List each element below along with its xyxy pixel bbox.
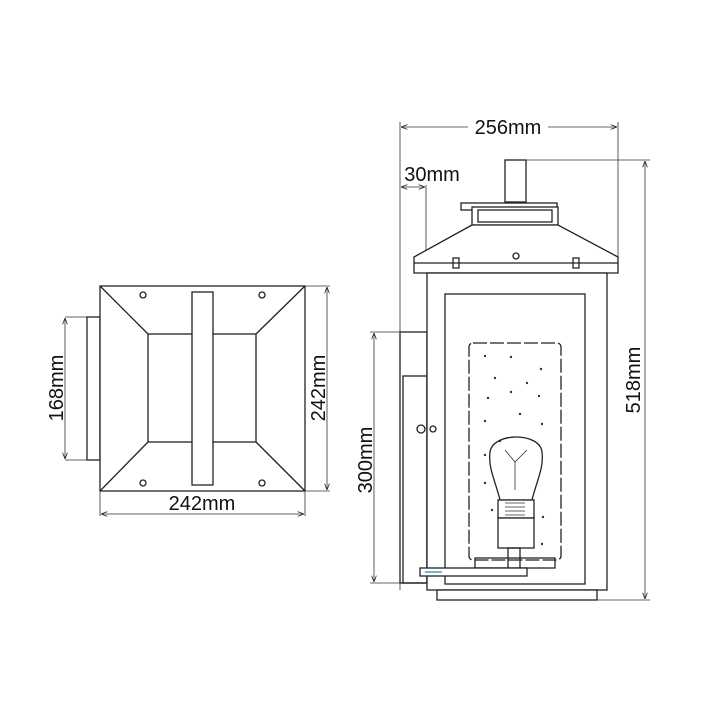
seeded-glass: [468, 342, 562, 561]
side-width-label: 256mm: [475, 117, 542, 139]
total-height-label: 518mm: [623, 347, 645, 414]
front-height-label: 242mm: [308, 355, 330, 422]
front-view: 168mm 242mm 242mm: [46, 285, 330, 516]
screw-icons: [139, 291, 266, 487]
mounting-bar: [191, 291, 214, 486]
lantern-base: [436, 589, 598, 601]
roof-screw-icon: [512, 252, 520, 260]
front-width-label: 242mm: [169, 493, 236, 515]
glass-seed-dots: [483, 354, 545, 546]
lantern-frame: [444, 293, 586, 585]
nut-icon: [416, 424, 426, 434]
wall-mount-plate: [399, 331, 428, 584]
top-stem: [504, 159, 527, 203]
roof: [413, 224, 619, 274]
backplate-height-label: 168mm: [46, 355, 68, 422]
side-view: 256mm 30mm: [355, 115, 650, 601]
mount-bolt: [419, 567, 528, 577]
wall-backplate: [86, 316, 101, 461]
mount-height-label: 300mm: [355, 427, 377, 494]
offset-label: 30mm: [404, 164, 460, 186]
light-bulb-icon: [489, 436, 543, 571]
